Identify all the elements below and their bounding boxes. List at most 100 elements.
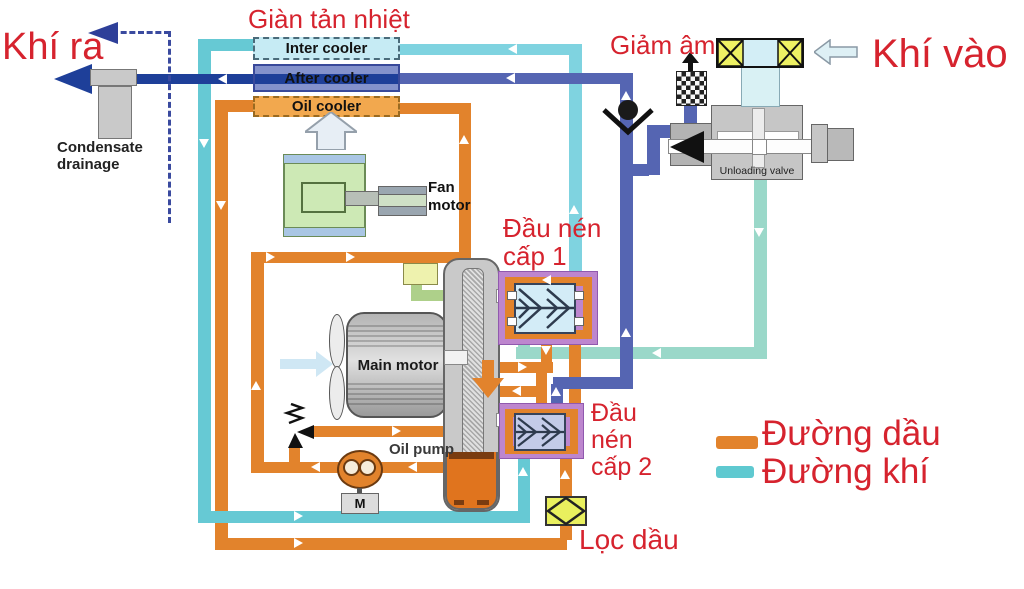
air-in-arrow-icon [814,39,858,65]
silencer-vent-arrow-icon [682,52,699,71]
stage1-label-line2: cấp 1 [503,241,567,271]
discharge-pipe-horizontal [400,73,633,84]
stage2-label-line2: nén [591,426,633,454]
main-motor-ribs-top [348,322,446,350]
stage2-label-line1: Đầu [591,399,637,427]
fan-motor-label-line1: Fan [428,179,455,196]
motor-shaft [444,350,468,365]
oil-pipe-mid-horizontal [251,252,466,263]
suction-pipe-vertical [754,180,767,358]
stage1-port-r1 [574,291,584,300]
cooling-air-up-arrow-icon [305,112,357,150]
oil-filter-diamond-icon [545,496,587,526]
gearbox-green-pipe-h [411,290,447,301]
main-motor-body [346,312,448,418]
radiator-label: Giàn tản nhiệt [248,4,410,34]
oil-pipe-filter-down [560,522,572,540]
fan-motor-cap-bottom [283,227,366,237]
main-motor-label: Main motor [357,357,439,374]
unloading-valve-actuator1 [811,124,828,163]
stage2-label-line3: cấp 2 [591,453,653,481]
oil-pipe-oil-cooler-right [400,103,470,114]
oil-pipe-mid-vertical [251,252,264,473]
condensate-label-line2: drainage [57,156,120,173]
stage2-screw-element [514,413,566,451]
legend-air-swatch [716,466,754,478]
fan-hub-bottom [378,206,427,216]
fan-motor-label-line2: motor [428,197,471,214]
air-in-label: Khí vào [872,32,1008,76]
drain-dashed-horizontal [112,31,170,34]
unloading-valve-tab [752,139,767,155]
condensate-label-line1: Condensate [57,139,143,156]
stage2-screw-pattern [516,417,564,447]
air-pipe-top-right [400,44,582,55]
condensate-body [98,86,132,139]
outlet-pipe-through-after-cooler [255,74,398,84]
oil-sump-surface [449,452,494,459]
silencer-pipe-elbow-v [647,125,660,175]
unloading-valve-actuator2 [827,128,854,161]
oil-pump-stem [357,488,362,494]
stage1-port-l2 [507,317,517,326]
air-out-label: Khí ra [2,26,104,68]
inter-cooler-label: Inter cooler [285,40,368,57]
stage1-label-line1: Đầu nén [503,213,602,243]
oil-pipe-left-vertical [215,100,228,550]
oil-sump [445,452,498,510]
motor-cooling-arrow-icon [280,351,333,377]
pump-motor-label: M [354,496,366,511]
oil-pipe-relief-line [311,426,449,437]
silencer-box [676,71,707,106]
unloading-valve-label: Unloading valve [719,165,795,177]
oil-pipe-relief-stub [289,446,300,468]
check-valve-icon [602,100,654,136]
relief-valve-icon [283,403,314,448]
silencer-label: Giảm âm [610,30,716,60]
oil-pump-gear-right [359,459,376,476]
fan-motor-cap-top [283,154,366,164]
discharge-pipe-vertical [620,73,633,389]
legend-oil-swatch [716,436,758,449]
drain-dashed-vertical [168,31,171,223]
oil-pipe-bottom-horizontal [215,538,567,550]
oil-sump-notch2 [477,500,489,505]
legend-oil-label: Đường dầu [762,414,941,453]
stage1-screw-pattern [516,288,574,329]
fan-motor-core [301,182,346,213]
condensate-cap [90,69,137,86]
air-pipe-stage1-discharge [569,44,582,274]
air-pipe-top-left [198,39,255,51]
air-pipe-bottom-horizontal [198,511,530,523]
stage1-port-r2 [574,317,584,326]
oil-cooler-box: Oil cooler [253,96,400,117]
intake-filter [716,38,804,68]
oil-pump-gear-left [343,459,360,476]
main-motor-ribs-bottom [348,380,446,408]
air-pipe-stage2-inlet [518,452,530,522]
outlet-arrowhead [54,64,92,94]
oil-cooler-label: Oil cooler [291,98,362,115]
outlet-pipe [88,74,255,84]
oil-sump-notch1 [454,500,464,505]
air-pipe-left-vertical [198,39,211,523]
unloading-valve-arrow-icon [670,131,704,163]
pump-motor-box: M [341,493,379,514]
oil-filter-label: Lọc dầu [579,524,679,555]
drain-arrowhead [88,22,118,44]
legend-air-label: Đường khí [762,452,930,491]
after-cooler-label: After cooler [284,69,369,87]
silencer-pipe-jog [626,164,649,176]
oil-return-down-arrow-icon [472,360,504,398]
oil-pump-label: Oil pump [389,441,454,458]
inter-cooler-box: Inter cooler [253,37,400,60]
motor-fan-blade-top [329,314,345,368]
oil-pipe-to-oil-cooler-left [215,100,255,112]
stage1-screw-element [514,283,576,334]
gearbox-yellow-box [403,263,438,285]
intake-duct [741,65,780,107]
discharge-pipe-stage2-h [553,377,633,389]
